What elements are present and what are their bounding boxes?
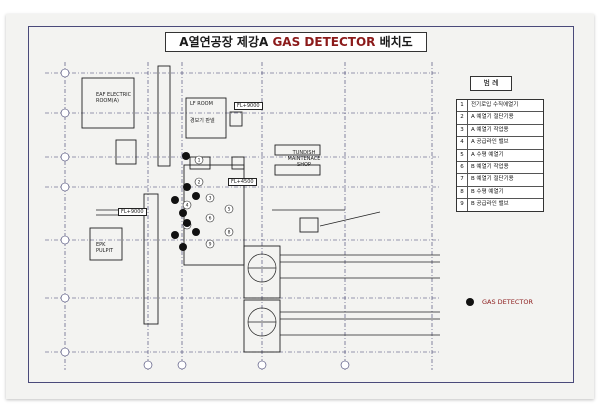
gas-detector-marker xyxy=(183,183,191,191)
legend-text: 전기로입 수직에열기 xyxy=(471,102,519,108)
detector-number-badge xyxy=(224,204,234,214)
gas-detector-legend-icon xyxy=(466,298,474,306)
ladle-station-b xyxy=(243,299,281,353)
legend-number: 7 xyxy=(457,174,468,186)
detector-number: 4 xyxy=(186,203,189,209)
detector-number: 9 xyxy=(209,242,212,248)
grid-bubble xyxy=(257,360,267,370)
gas-detector-marker xyxy=(171,196,179,204)
floor-level-label: FL+9000 xyxy=(234,102,263,110)
tundish-bar xyxy=(274,144,321,156)
gas-detector-marker xyxy=(192,192,200,200)
detector-number: 2 xyxy=(198,180,201,186)
legend-number: 4 xyxy=(457,137,468,149)
eaf-room-outline xyxy=(81,77,135,129)
drawing-frame xyxy=(28,26,574,383)
equipment-box xyxy=(231,156,245,170)
detector-number-badge xyxy=(182,200,192,210)
legend-text: A 수평 예열기 xyxy=(471,151,504,158)
crane-rail xyxy=(143,193,159,325)
legend-text: A 예열기 작업용 xyxy=(471,126,509,133)
title-prefix: A열연공장 제강A xyxy=(179,35,273,49)
detector-number: 7 xyxy=(186,223,189,229)
title-suffix: 배치도 xyxy=(375,35,413,49)
gas-detector-legend: GAS DETECTOR xyxy=(466,298,533,306)
gas-detector-marker xyxy=(182,152,190,160)
legend-text: A 공급라인 밸브 xyxy=(471,139,509,146)
title-highlight: GAS DETECTOR xyxy=(272,35,376,49)
lf-room-outline xyxy=(185,97,227,139)
detector-number: 3 xyxy=(209,196,212,202)
legend-number: 1 xyxy=(457,100,468,112)
gas-detector-marker xyxy=(183,219,191,227)
legend-number: 8 xyxy=(457,186,468,199)
platform-line xyxy=(319,211,381,227)
legend-number: 9 xyxy=(457,199,468,211)
legend-text: A 예열기 절단기용 xyxy=(471,114,514,121)
legend-heading: 범 례 xyxy=(470,76,512,91)
grid-bubble xyxy=(60,347,70,357)
legend-number: 3 xyxy=(457,124,468,137)
legend-text: B 수평 예열기 xyxy=(471,188,504,195)
floor-level-label: FL+4500 xyxy=(228,178,257,186)
eaf-room-label: EAF ELECTRIC ROOM(A) xyxy=(96,92,132,104)
detector-number: 8 xyxy=(228,230,231,236)
legend-number: 2 xyxy=(457,112,468,124)
detector-number: 5 xyxy=(228,207,231,213)
floor-level-label: FL+9000 xyxy=(118,208,147,216)
grid-bubble xyxy=(60,152,70,162)
gas-detector-marker xyxy=(179,243,187,251)
grid-bubble xyxy=(60,182,70,192)
gas-detector-legend-label: GAS DETECTOR xyxy=(482,298,534,306)
grid-bubble xyxy=(60,235,70,245)
ladle-station-a xyxy=(243,245,281,299)
legend-number: 6 xyxy=(457,161,468,174)
grid-bubble xyxy=(60,293,70,303)
detector-number-badge xyxy=(194,155,204,165)
detector-number-badge xyxy=(205,193,215,203)
tundish-shop-label: TUNDISH MAINTENACE SHOP xyxy=(287,150,321,168)
grid-bubble xyxy=(60,68,70,78)
detector-number-badge xyxy=(205,239,215,249)
legend-number: 5 xyxy=(457,149,468,161)
tundish-bar xyxy=(274,164,321,176)
gas-detector-marker xyxy=(171,231,179,239)
grid-bubble xyxy=(60,108,70,118)
pulpit-outline xyxy=(89,227,123,261)
furnace-column xyxy=(157,65,171,167)
equipment-box xyxy=(229,111,243,127)
pulpit-label: EPK PULPIT xyxy=(96,242,114,254)
grid-bubble xyxy=(177,360,187,370)
alarm-panel-label: 경보기 판넬 xyxy=(190,118,215,124)
legend-text: B 예열기 절단기용 xyxy=(471,176,514,183)
detector-number-badge xyxy=(194,177,204,187)
detector-number: 6 xyxy=(209,216,212,222)
detector-number-badge xyxy=(224,227,234,237)
equipment-box xyxy=(115,139,137,165)
gas-detector-marker xyxy=(192,228,200,236)
grid-bubble xyxy=(143,360,153,370)
lf-room-label: LF ROOM xyxy=(190,101,213,107)
page-title: A열연공장 제강A GAS DETECTOR 배치도 xyxy=(165,32,427,52)
legend-text: B 예열기 작업용 xyxy=(471,163,509,170)
gas-detector-marker xyxy=(179,209,187,217)
grid-bubble xyxy=(340,360,350,370)
detector-number: 1 xyxy=(198,158,201,164)
equipment-box xyxy=(299,217,319,233)
detector-number-badge xyxy=(205,213,215,223)
legend-text: B 공급라인 밸브 xyxy=(471,201,509,208)
